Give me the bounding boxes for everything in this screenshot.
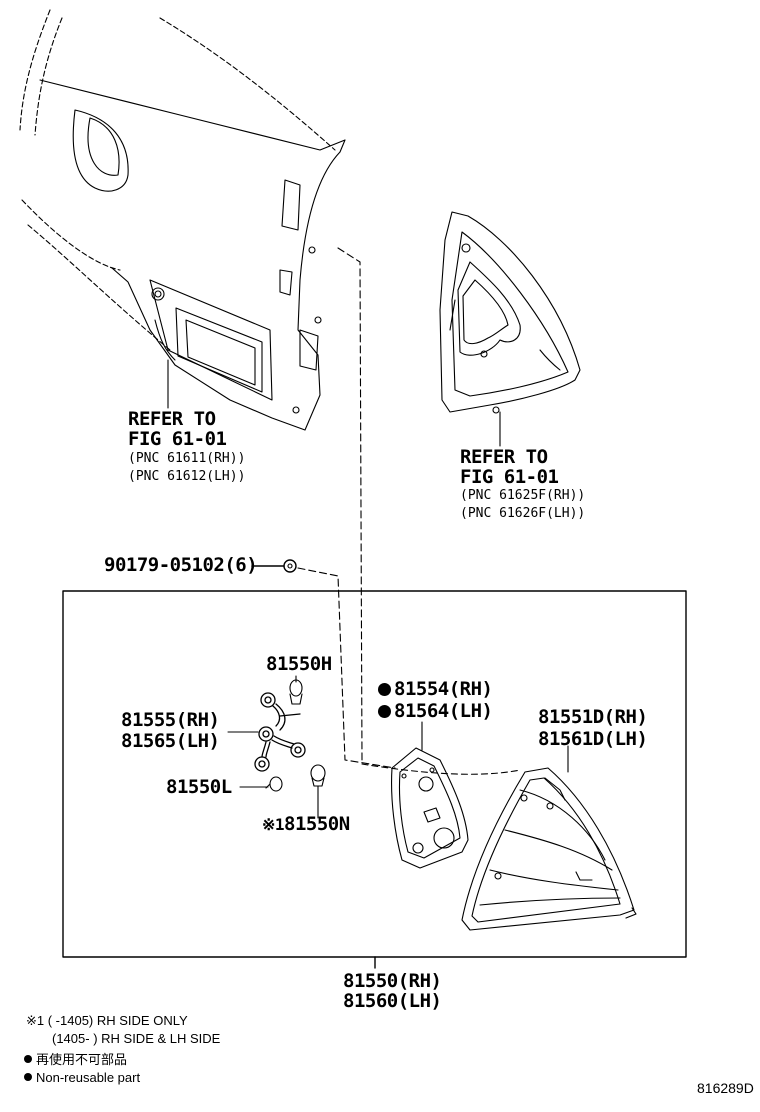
gasket-lh-number: 81564(LH) — [394, 700, 493, 722]
diagram-id: 816289D — [697, 1080, 754, 1096]
note-rh-side-only: ※1 ( -1405) RH SIDE ONLY — [26, 1013, 188, 1028]
part-bulb-h-label: 81550H — [266, 653, 332, 675]
refer-left-line2: FIG 61-01 — [128, 428, 227, 450]
legend-jp-text: 再使用不可部品 — [36, 1052, 128, 1067]
part-screw-label: 90179-05102(6) — [104, 554, 258, 576]
socket-harness-illustration — [254, 692, 306, 772]
quarter-panel-outline — [39, 79, 346, 431]
part-socket-lh-label: 81565(LH) — [121, 730, 220, 752]
bulb-n-mark: ※1 — [262, 815, 285, 834]
refer-right-pnc2: (PNC 61626F(LH)) — [460, 506, 586, 521]
note-rh-lh-side: (1405- ) RH SIDE & LH SIDE — [52, 1031, 221, 1046]
refer-right-line1: REFER TO — [460, 446, 548, 468]
legend-dot-icon — [24, 1073, 32, 1081]
inner-panel-illustration — [439, 211, 581, 414]
non-reusable-mark — [378, 683, 391, 696]
refer-left-pnc1: (PNC 61611(RH)) — [128, 451, 246, 466]
refer-left-pnc2: (PNC 61612(LH)) — [128, 469, 246, 484]
refer-left-line1: REFER TO — [128, 408, 216, 430]
legend-en: Non-reusable part — [24, 1071, 140, 1084]
legend-jp: 再使用不可部品 — [24, 1053, 127, 1066]
assembly-box — [62, 590, 687, 958]
legend-dot-icon — [24, 1055, 32, 1063]
part-bulb-l-label: 81550L — [166, 776, 232, 798]
part-assembly-lh-label: 81560(LH) — [343, 990, 442, 1012]
legend-en-text: Non-reusable part — [36, 1070, 141, 1085]
bulb-l-illustration — [265, 776, 283, 792]
part-gasket-lh-label: 81564(LH) — [378, 700, 493, 722]
screw-path — [297, 567, 396, 769]
gasket-rh-number: 81554(RH) — [394, 678, 493, 700]
refer-right-pnc1: (PNC 61625F(RH)) — [460, 488, 586, 503]
part-bulb-n-label: ※181550N — [262, 815, 350, 834]
part-assembly-rh-label: 81550(RH) — [343, 970, 442, 992]
non-reusable-mark — [378, 705, 391, 718]
bulb-n-illustration — [310, 764, 326, 787]
quarter-panel-illustration — [19, 9, 336, 351]
part-socket-rh-label: 81555(RH) — [121, 709, 220, 731]
part-lens-rh-label: 81551D(RH) — [538, 706, 648, 728]
part-gasket-rh-label: 81554(RH) — [378, 678, 493, 700]
part-lens-lh-label: 81561D(LH) — [538, 728, 648, 750]
bulb-h-illustration — [289, 679, 303, 705]
lens-illustration — [461, 767, 637, 931]
screw-illustration — [283, 559, 297, 573]
gasket-illustration — [391, 747, 469, 869]
bulb-n-number: 81550N — [284, 813, 350, 835]
refer-right-line2: FIG 61-01 — [460, 466, 559, 488]
mount-path — [337, 247, 363, 761]
